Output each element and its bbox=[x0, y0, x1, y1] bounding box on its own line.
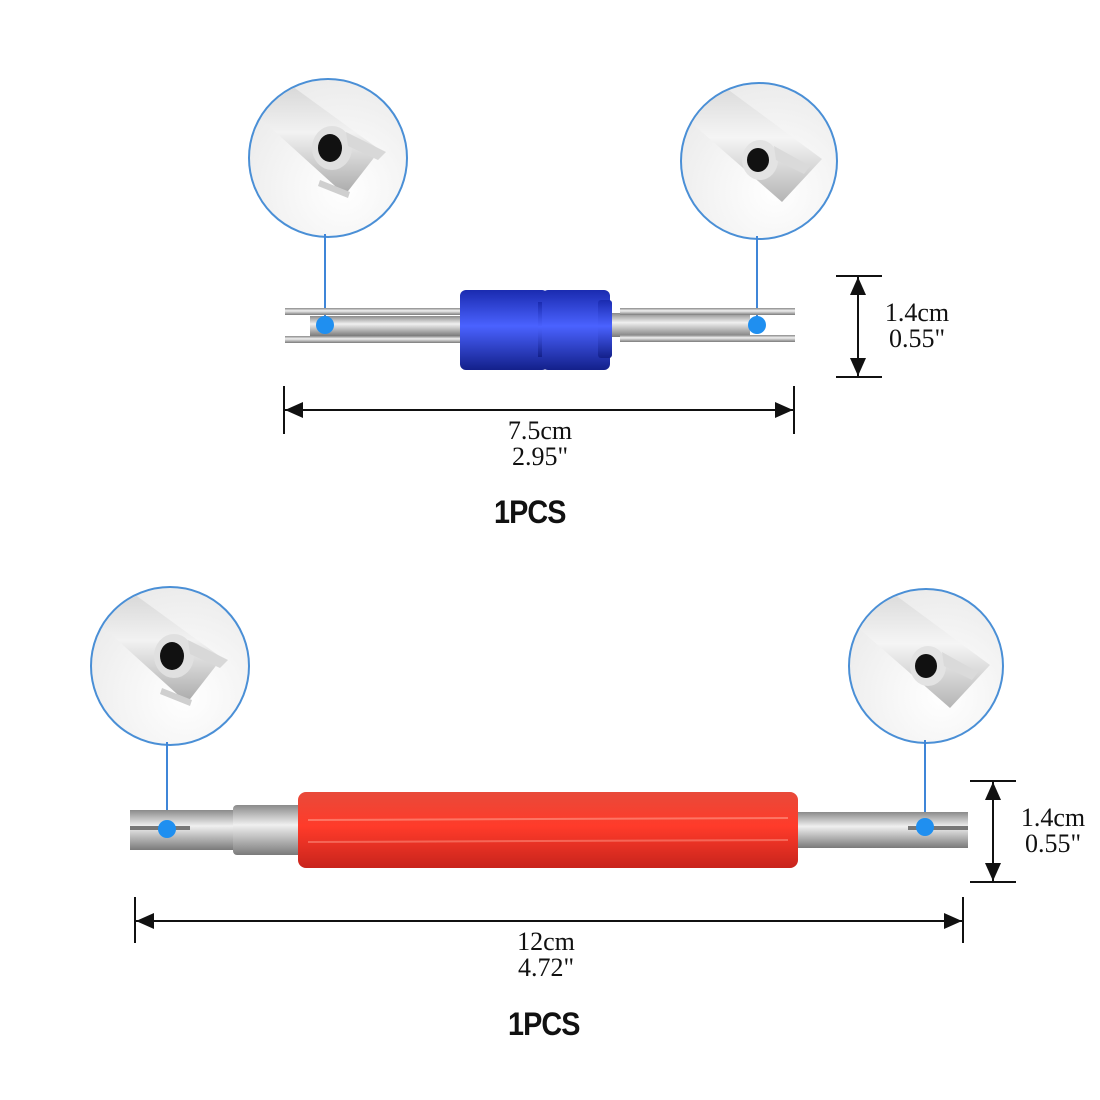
valve-tip-image bbox=[682, 84, 822, 202]
quantity-label: 1PCS bbox=[507, 1006, 581, 1042]
height-cm: 1.4cm bbox=[1020, 803, 1086, 832]
height-dimension bbox=[970, 780, 1016, 782]
length-in: 2.95" bbox=[511, 442, 569, 471]
leader-line bbox=[924, 740, 926, 826]
arrow-up-icon bbox=[850, 277, 866, 295]
length-dimension-right bbox=[793, 386, 795, 434]
tip-marker bbox=[158, 820, 176, 838]
height-in: 0.55" bbox=[1024, 829, 1082, 858]
height-dimension-bottom bbox=[970, 881, 1016, 883]
arrow-up-icon bbox=[985, 782, 1001, 800]
tip-marker bbox=[916, 818, 934, 836]
length-dimension-line bbox=[285, 409, 793, 411]
arrow-down-icon bbox=[850, 358, 866, 376]
length-cm: 7.5cm bbox=[507, 416, 573, 445]
leader-line bbox=[324, 234, 326, 324]
length-in: 4.72" bbox=[517, 953, 575, 982]
height-dimension-line bbox=[857, 277, 859, 376]
length-dimension bbox=[134, 897, 136, 943]
length-cm: 12cm bbox=[517, 927, 575, 956]
length-dimension-right bbox=[962, 897, 964, 943]
arrow-down-icon bbox=[985, 863, 1001, 881]
arrow-left-icon bbox=[285, 402, 303, 418]
arrow-left-icon bbox=[136, 913, 154, 929]
valve-tip-image bbox=[250, 80, 386, 198]
tip-closeup-left-1 bbox=[248, 78, 408, 238]
tip-marker bbox=[316, 316, 334, 334]
height-in: 0.55" bbox=[888, 324, 946, 353]
height-dimension-line bbox=[992, 782, 994, 881]
arrow-right-icon bbox=[775, 402, 793, 418]
tip-closeup-left-2 bbox=[90, 586, 250, 746]
height-dimension-bottom bbox=[836, 376, 882, 378]
length-dimension-line bbox=[136, 920, 962, 922]
leader-line bbox=[756, 236, 758, 324]
arrow-right-icon bbox=[944, 913, 962, 929]
blue-valve-tool bbox=[285, 290, 795, 370]
height-cm: 1.4cm bbox=[884, 298, 950, 327]
quantity-label: 1PCS bbox=[493, 494, 567, 530]
tip-closeup-right-2 bbox=[848, 588, 1004, 744]
leader-line bbox=[166, 742, 168, 826]
tip-closeup-right-1 bbox=[680, 82, 838, 240]
red-valve-tool bbox=[130, 792, 968, 868]
valve-tip-image bbox=[850, 590, 990, 708]
length-dimension bbox=[283, 386, 285, 434]
tip-marker bbox=[748, 316, 766, 334]
height-dimension bbox=[836, 275, 882, 277]
valve-tip-image bbox=[92, 588, 228, 706]
